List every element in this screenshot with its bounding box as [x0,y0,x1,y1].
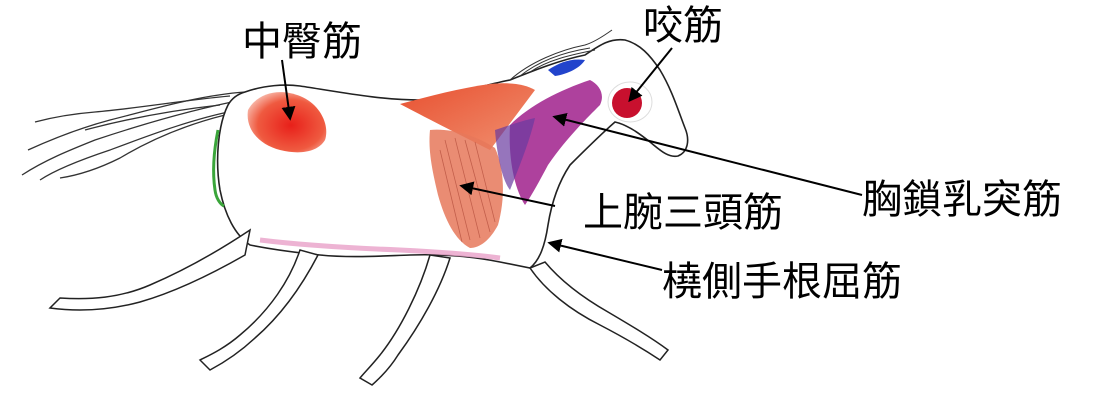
label-gluteus-medius: 中臀筋 [242,22,362,62]
label-triceps: 上腕三頭筋 [583,193,783,233]
masseter-dot [612,88,642,118]
arrow-flexor-carpi [550,243,662,270]
label-masseter: 咬筋 [643,6,723,46]
label-flexor-carpi-radialis: 橈側手根屈筋 [662,262,902,302]
horse-tail [22,92,245,180]
arrow-brachiocephalicus [555,117,862,195]
label-brachiocephalicus: 胸鎖乳突筋 [862,180,1062,220]
